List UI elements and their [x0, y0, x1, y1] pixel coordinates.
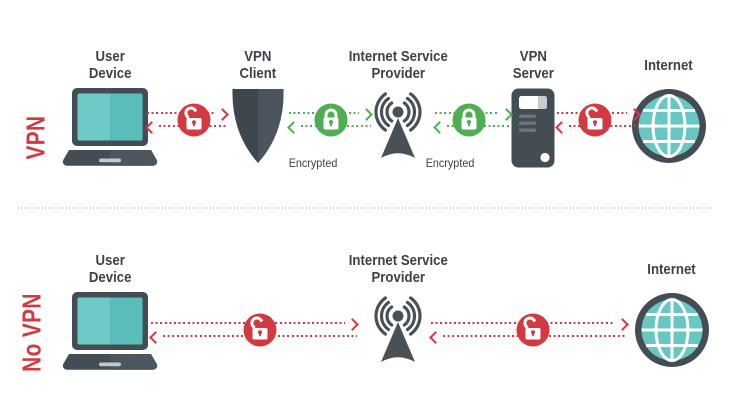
link-device-to-isp: [149, 312, 359, 348]
node-internet: Internet: [609, 44, 729, 165]
arrow-left-icon: [149, 330, 162, 344]
vpn-row-label: VPN: [20, 115, 51, 160]
open-padlock-icon: [577, 102, 613, 138]
node-label: Internet: [644, 56, 694, 74]
arrow-right-icon: [216, 107, 229, 121]
link-server-to-internet: [555, 102, 641, 138]
laptop-icon: [60, 292, 160, 370]
globe-icon: [630, 87, 708, 165]
arrow-left-icon: [429, 330, 442, 344]
arrow-right-icon: [616, 317, 629, 331]
arrow-left-icon: [287, 120, 300, 134]
node-vpn-server: VPN Server: [473, 44, 593, 168]
node-label: VPN Server: [512, 48, 554, 82]
node-internet: Internet: [612, 248, 730, 369]
node-label: Internet Service Provider: [348, 252, 448, 286]
arrow-right-icon: [360, 107, 373, 121]
arrow-left-icon: [433, 120, 446, 134]
open-padlock-icon: [515, 312, 551, 348]
node-label: VPN Client: [239, 48, 277, 82]
node-user-device: User Device: [50, 44, 170, 166]
arrow-left-icon: [555, 120, 568, 134]
link-client-to-isp: [287, 102, 373, 138]
antenna-icon: [364, 292, 432, 364]
encrypted-caption: Encrypted: [288, 156, 338, 170]
node-vpn-client: VPN Client: [198, 44, 318, 164]
server-icon: [511, 88, 555, 168]
encrypted-caption: Encrypted: [425, 156, 475, 170]
globe-icon: [633, 291, 711, 369]
closed-padlock-icon: [451, 102, 487, 138]
link-isp-to-internet: [429, 312, 629, 348]
node-label: User Device: [88, 252, 132, 286]
open-padlock-icon: [176, 102, 212, 138]
node-label: Internet Service Provider: [348, 48, 448, 82]
arrow-right-icon: [346, 317, 359, 331]
arrow-left-icon: [145, 120, 158, 134]
row-divider: [18, 207, 712, 209]
antenna-icon: [364, 88, 432, 160]
link-isp-to-server: [433, 102, 513, 138]
closed-padlock-icon: [313, 102, 349, 138]
arrow-right-icon: [628, 107, 641, 121]
node-isp: Internet Service Provider: [333, 44, 463, 160]
node-isp: Internet Service Provider: [333, 248, 463, 364]
node-label: Internet: [647, 260, 697, 278]
link-device-to-client: [145, 102, 229, 138]
arrow-right-icon: [500, 107, 513, 121]
node-label: User Device: [88, 48, 132, 82]
open-padlock-icon: [242, 312, 278, 348]
shield-icon: [227, 88, 289, 164]
node-user-device: User Device: [50, 248, 170, 370]
no-vpn-row-label: No VPN: [16, 293, 47, 372]
